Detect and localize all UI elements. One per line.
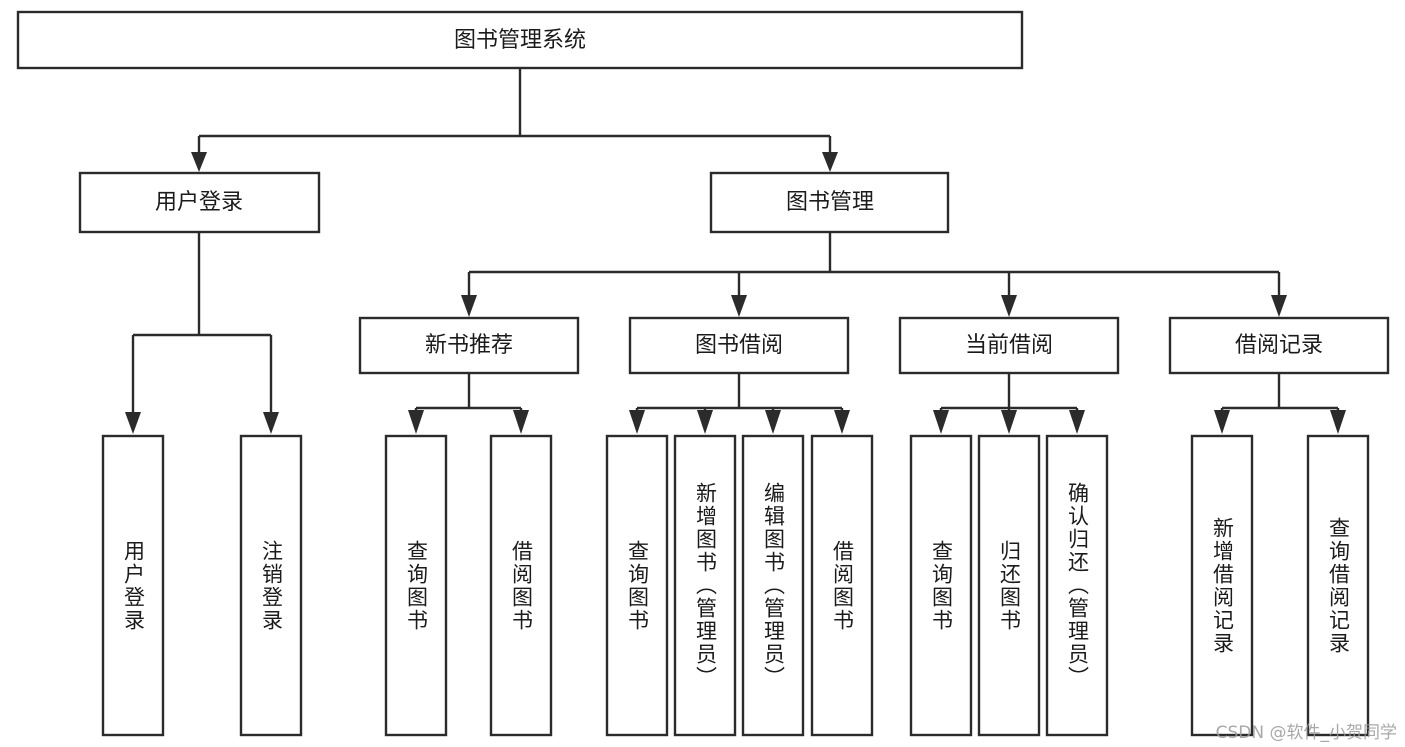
node-root-label: 图书管理系统 <box>454 28 586 53</box>
node-leaf-borrow-book-recommend-box[interactable] <box>489 434 553 737</box>
arrow-bookborrow-leaf-1 <box>629 410 645 434</box>
node-book-borrow-label: 图书借阅 <box>695 333 783 358</box>
node-leaf-confirm-return-box[interactable] <box>1045 434 1109 737</box>
node-leaf-return-book-box[interactable] <box>977 434 1041 737</box>
node-leaf-query-borrow-record-box[interactable] <box>1306 434 1370 737</box>
node-leaf-edit-book-box[interactable] <box>741 434 805 737</box>
arrow-bookborrow-leaf-4 <box>834 410 850 434</box>
node-user-login-box[interactable] <box>78 171 321 234</box>
arrow-root-to-bookmgmt <box>822 152 838 172</box>
node-current-borrow-label: 当前借阅 <box>965 333 1053 358</box>
arrow-newbook-leaf-2 <box>513 410 529 434</box>
node-borrow-record-box[interactable] <box>1168 316 1390 375</box>
arrow-borrowrecord-leaf-1 <box>1214 410 1230 434</box>
arrow-borrowrecord-leaf-2 <box>1330 410 1346 434</box>
node-leaf-query-book-borrow-box[interactable] <box>605 434 669 737</box>
node-root-box[interactable] <box>16 10 1024 70</box>
arrow-root-to-userlogin <box>191 152 207 172</box>
arrow-bookborrow-leaf-2 <box>697 410 713 434</box>
node-new-book-recommend-box[interactable] <box>358 316 580 375</box>
arrow-bookmgmt-child-3 <box>1001 295 1017 317</box>
arrow-currentborrow-leaf-3 <box>1069 410 1085 434</box>
node-book-management-label: 图书管理 <box>786 190 874 215</box>
connector-layer <box>125 68 1346 434</box>
node-leaf-add-borrow-record-box[interactable] <box>1190 434 1254 737</box>
arrow-bookmgmt-child-2 <box>731 295 747 317</box>
node-current-borrow-box[interactable] <box>898 316 1120 375</box>
arrow-bookmgmt-child-1 <box>461 295 477 317</box>
node-leaf-query-book-current-box[interactable] <box>909 434 973 737</box>
node-borrow-record-label: 借阅记录 <box>1235 333 1323 358</box>
node-leaf-logout-box[interactable] <box>239 434 303 737</box>
node-user-login-label: 用户登录 <box>155 190 243 215</box>
node-leaf-user-login-box[interactable] <box>101 434 165 737</box>
node-leaf-query-book-recommend-box[interactable] <box>384 434 448 737</box>
csdn-watermark: CSDN @软件_小贺同学 <box>1215 723 1397 743</box>
arrow-userlogin-leaf-2 <box>263 412 279 434</box>
arrow-currentborrow-leaf-1 <box>933 410 949 434</box>
arrow-userlogin-leaf-1 <box>125 412 141 434</box>
node-new-book-recommend-label: 新书推荐 <box>425 333 513 358</box>
arrow-newbook-leaf-1 <box>408 410 424 434</box>
node-book-management-box[interactable] <box>709 171 950 234</box>
arrow-bookborrow-leaf-3 <box>765 410 781 434</box>
node-leaf-borrow-book-box[interactable] <box>810 434 874 737</box>
arrow-currentborrow-leaf-2 <box>1001 410 1017 434</box>
node-book-borrow-box[interactable] <box>628 316 850 375</box>
node-leaf-add-book-box[interactable] <box>673 434 737 737</box>
node-layer: 图书管理系统 用户登录 图书管理 新书推荐 图书借阅 当前借阅 借阅记录 <box>16 10 1390 737</box>
arrow-bookmgmt-child-4 <box>1271 295 1287 317</box>
